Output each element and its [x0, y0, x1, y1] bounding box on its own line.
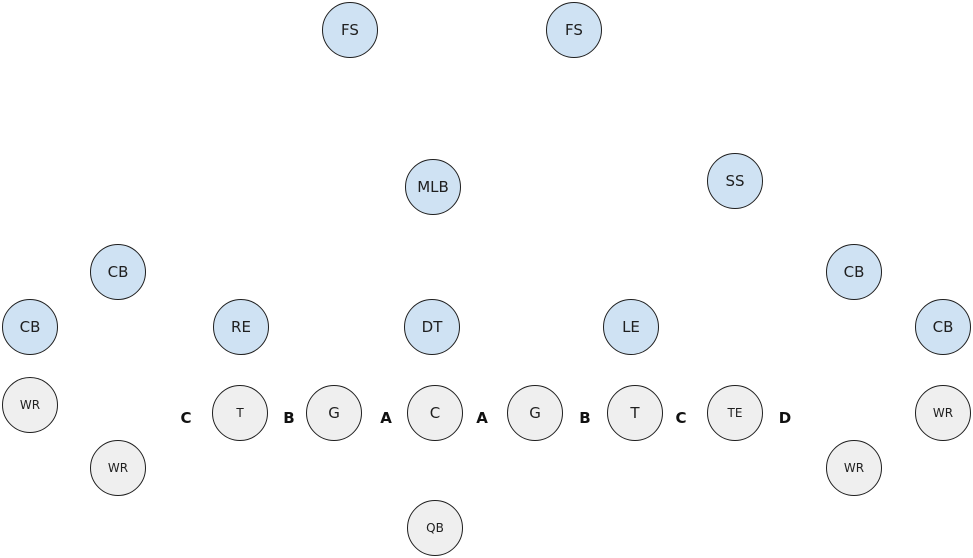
gap-label-c-right: C — [675, 409, 687, 427]
offense-wide-receiver-left-outer: WR — [2, 377, 58, 433]
defense-cornerback-right-inner: CB — [826, 244, 882, 300]
defense-strong-safety: SS — [707, 153, 763, 209]
defense-cornerback-left-outer: CB — [2, 299, 58, 355]
defense-middle-linebacker: MLB — [405, 159, 461, 215]
gap-label-c-left: C — [180, 409, 192, 427]
offense-guard-right: G — [507, 385, 563, 441]
gap-label-d-right: D — [778, 409, 792, 427]
offense-quarterback: QB — [407, 500, 463, 556]
gap-label-a-right: A — [476, 409, 488, 427]
defense-cornerback-left-inner: CB — [90, 244, 146, 300]
offense-center: C — [407, 385, 463, 441]
offense-tackle-left: T — [212, 385, 268, 441]
offense-tackle-right: T — [607, 385, 663, 441]
offense-guard-left: G — [306, 385, 362, 441]
offense-wide-receiver-left-inner: WR — [90, 440, 146, 496]
defense-right-end: RE — [213, 299, 269, 355]
defense-cornerback-right-outer: CB — [915, 299, 971, 355]
defense-free-safety-left: FS — [322, 2, 378, 58]
defense-free-safety-right: FS — [546, 2, 602, 58]
gap-label-b-left: B — [283, 409, 295, 427]
gap-label-a-left: A — [380, 409, 392, 427]
offense-wide-receiver-right-inner: WR — [826, 440, 882, 496]
gap-label-b-right: B — [579, 409, 591, 427]
defense-left-end: LE — [603, 299, 659, 355]
offense-tight-end: TE — [707, 385, 763, 441]
offense-wide-receiver-right-outer: WR — [915, 385, 971, 441]
defense-tackle: DT — [404, 299, 460, 355]
